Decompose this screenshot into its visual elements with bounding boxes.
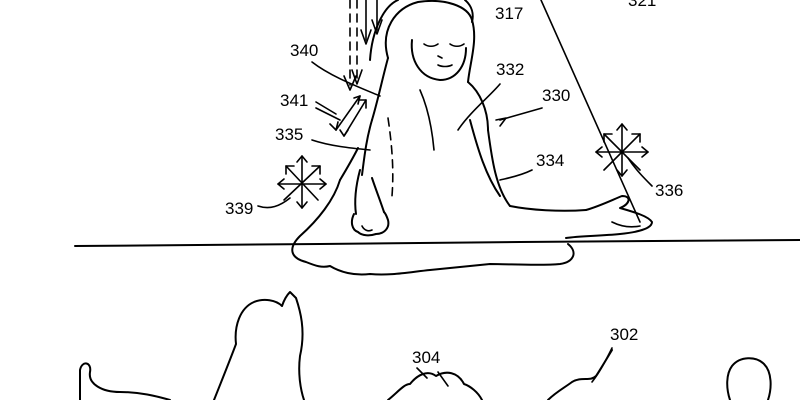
ref-317: 317 <box>495 4 523 23</box>
ref-334: 334 <box>536 151 564 170</box>
beam-arrows <box>343 0 383 91</box>
ref-302: 302 <box>610 325 638 344</box>
arrows-341 <box>329 95 367 137</box>
ref-336: 336 <box>655 181 683 200</box>
ref-332: 332 <box>496 60 524 79</box>
ref-321: 321 <box>628 0 656 10</box>
arrow-cluster-336 <box>595 123 649 177</box>
ref-339: 339 <box>225 199 253 218</box>
leader-lines <box>257 61 653 387</box>
arrow-cluster-339 <box>277 155 327 209</box>
ref-341: 341 <box>280 91 308 110</box>
ref-335: 335 <box>275 125 303 144</box>
ref-304: 304 <box>412 348 440 367</box>
seated-figure <box>291 0 653 276</box>
reference-numerals: 317 321 340 332 330 341 335 334 336 339 … <box>225 0 683 367</box>
ref-340: 340 <box>290 41 318 60</box>
ref-330: 330 <box>542 86 570 105</box>
ground-line <box>74 239 800 247</box>
audience <box>79 291 772 400</box>
light-cone-edge <box>540 0 641 223</box>
